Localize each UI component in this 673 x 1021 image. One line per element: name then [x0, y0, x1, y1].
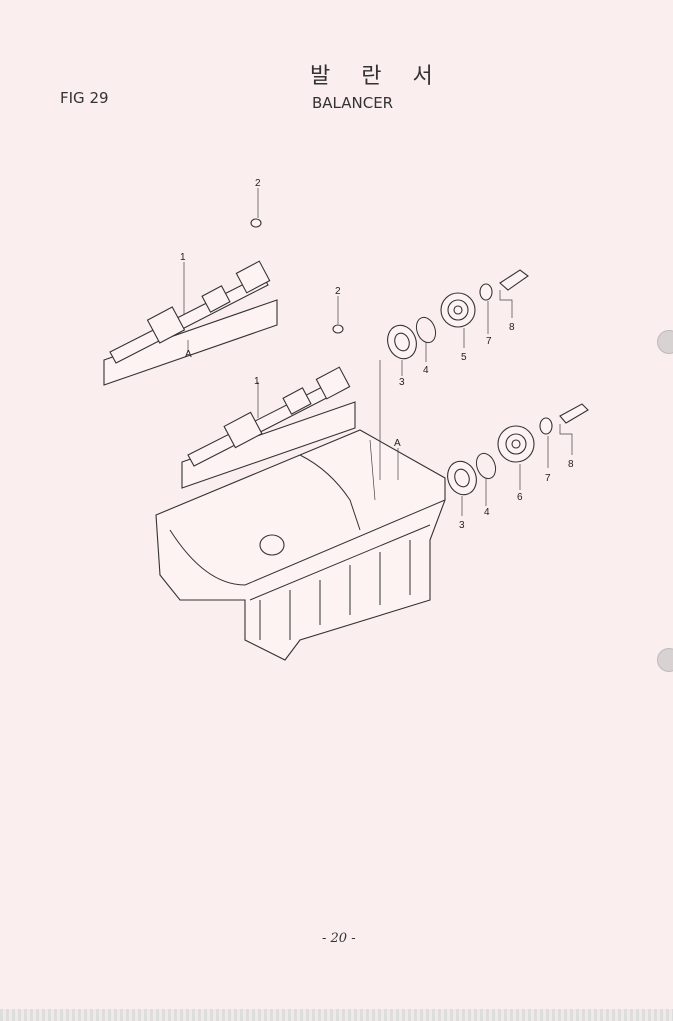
- scan-edge: [0, 1009, 673, 1021]
- callout-4-upper: 4: [423, 365, 429, 376]
- callout-5: 5: [461, 352, 467, 363]
- callout-4-lower: 4: [484, 507, 490, 518]
- bearing-stack-lower: [447, 403, 589, 516]
- crankcase-housing: [155, 360, 446, 661]
- callout-3-lower: 3: [459, 520, 465, 531]
- callout-8-upper: 8: [509, 322, 515, 333]
- callout-2-lower: 2: [335, 286, 341, 297]
- bearing-stack-upper: [387, 269, 529, 376]
- figure-label: FIG 29: [60, 89, 109, 107]
- callout-6: 6: [517, 492, 523, 503]
- balancer-shaft-lower: [181, 296, 356, 489]
- callout-8-lower: 8: [568, 459, 574, 470]
- callout-1-lower: 1: [254, 376, 260, 387]
- balancer-shaft-upper: [103, 188, 278, 386]
- page-number: - 20 -: [322, 931, 356, 946]
- binder-hole-lower: [657, 648, 673, 672]
- callout-1-upper: 1: [180, 252, 186, 263]
- callout-a-upper: A: [185, 349, 192, 360]
- callout-3-upper: 3: [399, 377, 405, 388]
- page-title-korean: 발 란 서: [310, 64, 445, 89]
- callout-2-upper: 2: [255, 178, 261, 189]
- callout-7-upper: 7: [486, 336, 492, 347]
- binder-hole-upper: [657, 330, 673, 354]
- callout-a-lower: A: [394, 438, 401, 449]
- callout-7-lower: 7: [545, 473, 551, 484]
- page-title: BALANCER: [312, 94, 394, 112]
